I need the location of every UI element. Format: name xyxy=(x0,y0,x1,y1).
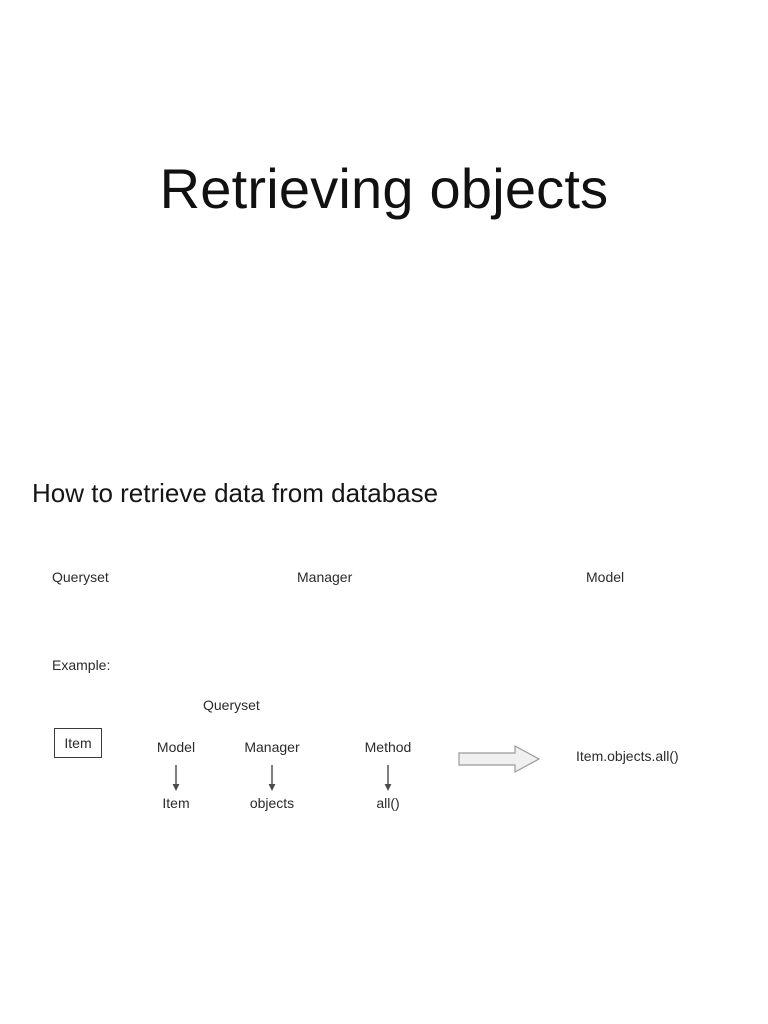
mapping-column-manager: Manager objects xyxy=(217,739,327,812)
down-arrow-icon xyxy=(268,765,276,791)
block-arrow-right-icon xyxy=(458,744,541,774)
mapping-term-manager: Manager xyxy=(244,739,300,755)
concept-label-queryset: Queryset xyxy=(52,569,109,585)
mapping-term-model: Model xyxy=(156,739,196,755)
mapping-value-model: Item xyxy=(162,795,190,811)
slide-subtitle: How to retrieve data from database xyxy=(32,478,439,508)
result-expression: Item.objects.all() xyxy=(576,748,679,764)
mapping-term-method: Method xyxy=(364,739,412,755)
example-label: Example: xyxy=(52,657,111,673)
page-title: Retrieving objects xyxy=(159,157,609,220)
mapping-column-model: Model Item xyxy=(121,739,231,812)
mapping-value-manager: objects xyxy=(249,795,295,811)
mapping-value-method: all() xyxy=(376,795,400,811)
down-arrow-icon xyxy=(172,765,180,791)
example-queryset-caption: Queryset xyxy=(203,697,260,713)
down-arrow-icon xyxy=(384,765,392,791)
concept-label-manager: Manager xyxy=(297,569,353,585)
model-box-label: Item xyxy=(64,735,92,751)
mapping-column-method: Method all() xyxy=(333,739,443,812)
concept-label-model: Model xyxy=(586,569,625,585)
model-box: Item xyxy=(54,728,102,758)
